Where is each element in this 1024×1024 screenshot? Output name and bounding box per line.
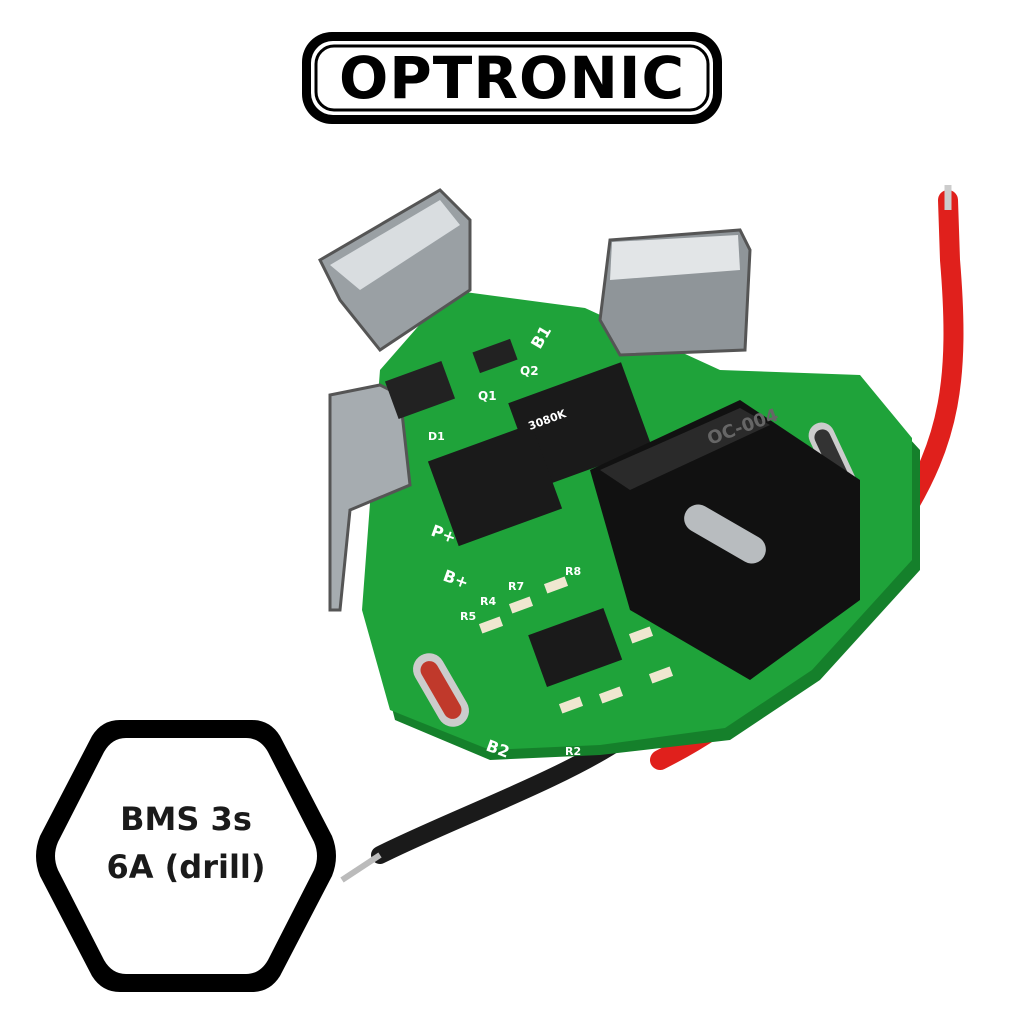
badge-line-2: 6A (drill) (106, 848, 266, 886)
logo-frame (302, 32, 722, 124)
label-r7: R7 (508, 580, 524, 593)
optronic-logo: OPTRONIC (300, 30, 724, 126)
bms-board-image: B1 B2 P+ B+ Q1 Q2 D1 R4 R5 R7 R8 R2 3080… (318, 185, 964, 883)
label-r8: R8 (565, 565, 581, 578)
label-d1: D1 (428, 430, 445, 443)
badge-line-1: BMS 3s (120, 800, 252, 838)
label-r5: R5 (460, 610, 476, 623)
label-q1: Q1 (478, 389, 497, 403)
label-r2: R2 (565, 745, 581, 758)
label-r4: R4 (480, 595, 496, 608)
label-q2: Q2 (520, 364, 539, 378)
hexagon-badge (36, 720, 336, 992)
badge-text: BMS 3s 6A (drill) (30, 795, 342, 891)
